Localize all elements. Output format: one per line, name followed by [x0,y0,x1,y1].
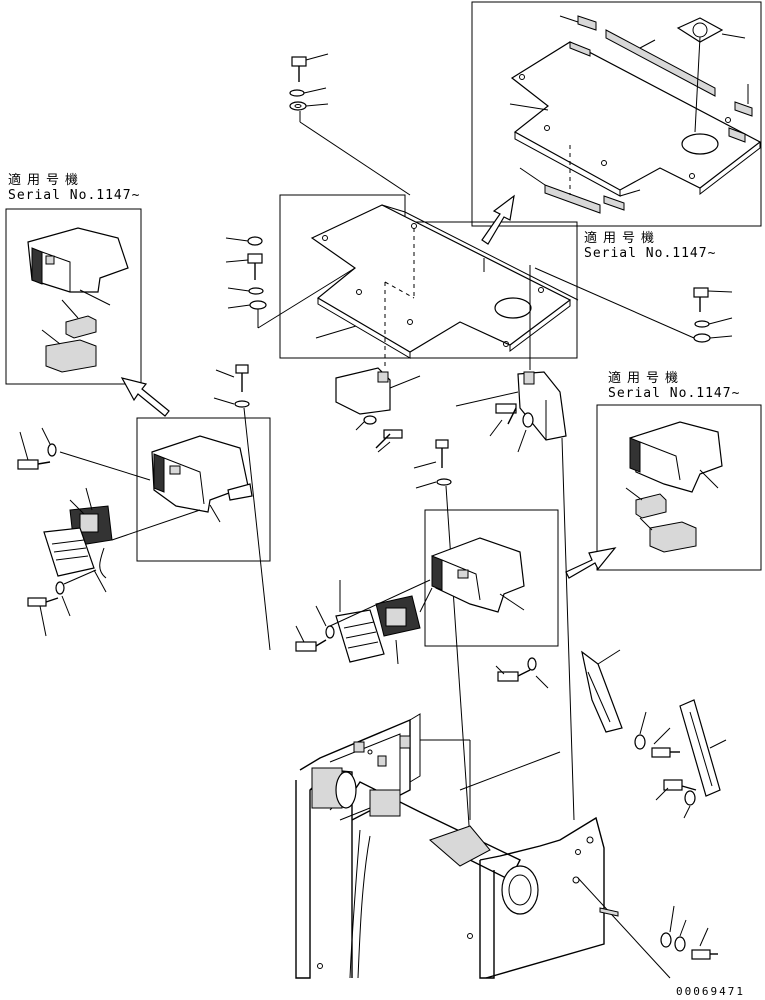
serial-note-left-jp: 適用号機 [8,173,85,188]
serial-note-top-right-en: Serial No.1147~ [584,246,717,261]
document-number: 00069471 [676,985,745,998]
fastener-column-right [534,267,733,343]
brackets-middle [335,367,575,821]
side-plates-right [581,649,727,819]
serial-note-left-en: Serial No.1147~ [8,188,141,203]
inset-floor-plate [509,15,762,214]
inset-box-left [5,208,142,385]
inset-right-cover [625,421,723,553]
main-frame [295,713,671,979]
serial-note-right-jp: 適用号機 [608,371,685,386]
fastener-column-left [225,236,356,329]
center-lamp-cover [295,439,549,841]
floor-plate-assembly [289,53,579,370]
inset-box-top-right [471,1,762,227]
serial-note-left: 適用号機 Serial No.1147~ [8,173,140,203]
callout-box-left-cover [136,417,271,562]
serial-note-right: 適用号機 Serial No.1147~ [608,371,740,401]
bottom-right-fasteners [660,905,718,960]
left-lamp-cover [151,364,271,651]
serial-note-top-right: 適用号機 Serial No.1147~ [584,231,716,261]
serial-note-right-en: Serial No.1147~ [608,386,741,401]
arrow-to-left-inset [120,377,170,417]
left-work-lamp [17,427,201,637]
callout-box-center-cover [424,509,559,647]
callout-box-floor-plate [279,194,578,359]
serial-note-top-right-jp: 適用号機 [584,231,661,246]
inset-left-cover [27,227,129,373]
arrow-to-top-right-inset [481,194,515,245]
inset-box-right [596,404,762,571]
arrow-to-right-inset [565,547,617,579]
